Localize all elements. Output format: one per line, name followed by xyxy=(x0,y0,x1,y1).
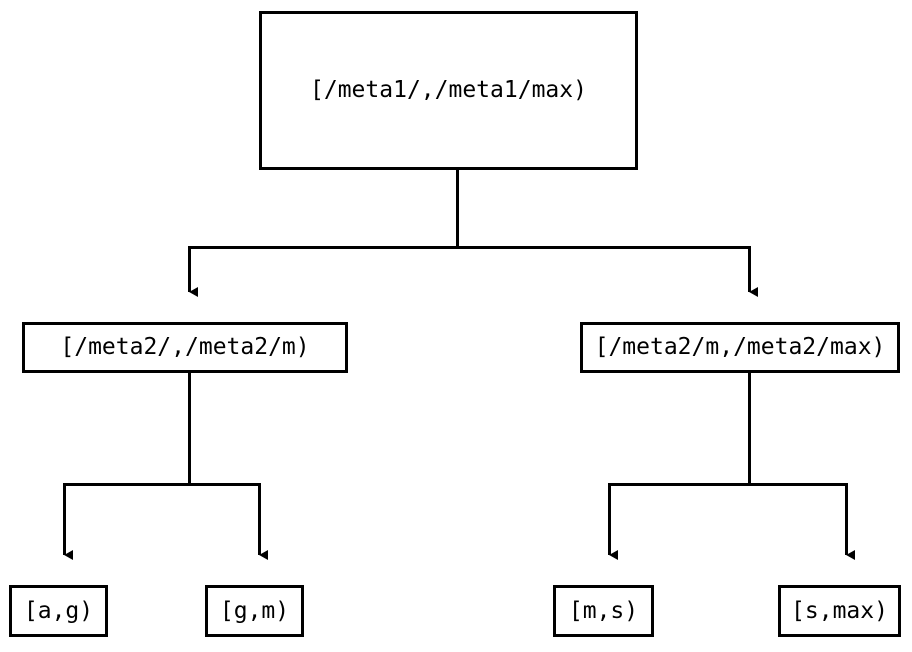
node-leaf-g-m[interactable]: [g,m) xyxy=(205,585,304,637)
edge-root-to-children xyxy=(188,170,759,297)
node-leaf-m-s[interactable]: [m,s) xyxy=(553,585,654,637)
edge-child-left-to-leaves xyxy=(63,373,269,560)
node-leaf-m-s-label: [m,s) xyxy=(568,597,639,624)
node-child-right-label: [/meta2/m,/meta2/max) xyxy=(594,334,886,360)
node-leaf-s-max-label: [s,max) xyxy=(791,597,888,624)
node-child-left[interactable]: [/meta2/,/meta2/m) xyxy=(22,322,348,373)
node-root[interactable]: [/meta1/,/meta1/max) xyxy=(259,11,638,170)
node-child-right[interactable]: [/meta2/m,/meta2/max) xyxy=(580,322,900,373)
node-leaf-g-m-label: [g,m) xyxy=(219,597,290,624)
edge-child-right-to-leaves xyxy=(608,373,856,560)
node-root-label: [/meta1/,/meta1/max) xyxy=(310,77,587,103)
node-leaf-a-g[interactable]: [a,g) xyxy=(9,585,108,637)
node-child-left-label: [/meta2/,/meta2/m) xyxy=(60,334,310,360)
node-leaf-a-g-label: [a,g) xyxy=(23,597,94,624)
node-leaf-s-max[interactable]: [s,max) xyxy=(778,585,901,637)
